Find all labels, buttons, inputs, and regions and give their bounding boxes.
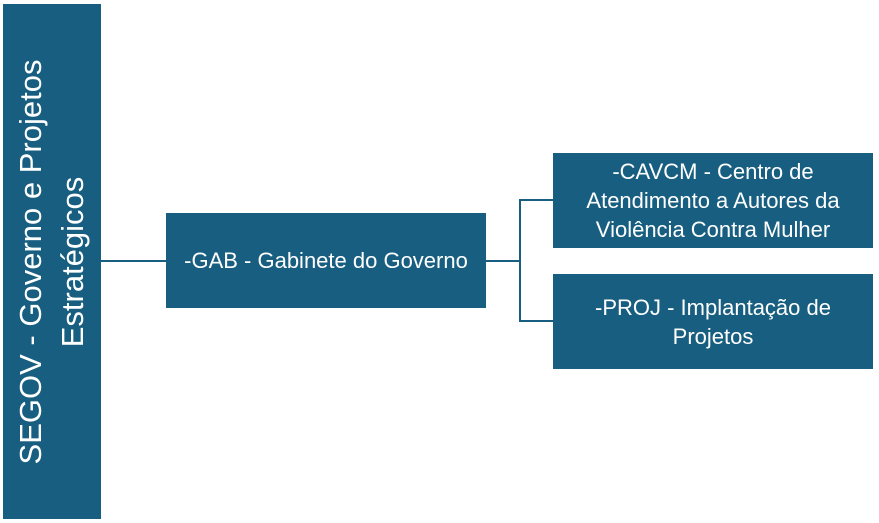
node-gab: -GAB - Gabinete do Governo: [166, 213, 486, 308]
node-proj-label: -PROJ - Implantação de Projetos: [595, 294, 831, 349]
root-node-label: SEGOV - Governo e Projetos Estratégicos: [13, 59, 90, 464]
root-node-segov: SEGOV - Governo e Projetos Estratégicos: [3, 4, 101, 519]
node-proj: -PROJ - Implantação de Projetos: [553, 274, 873, 369]
node-cavcm: -CAVCM - Centro de Atendimento a Autores…: [553, 153, 873, 248]
node-gab-label: -GAB - Gabinete do Governo: [184, 248, 468, 273]
node-cavcm-label: -CAVCM - Centro de Atendimento a Autores…: [586, 159, 840, 242]
